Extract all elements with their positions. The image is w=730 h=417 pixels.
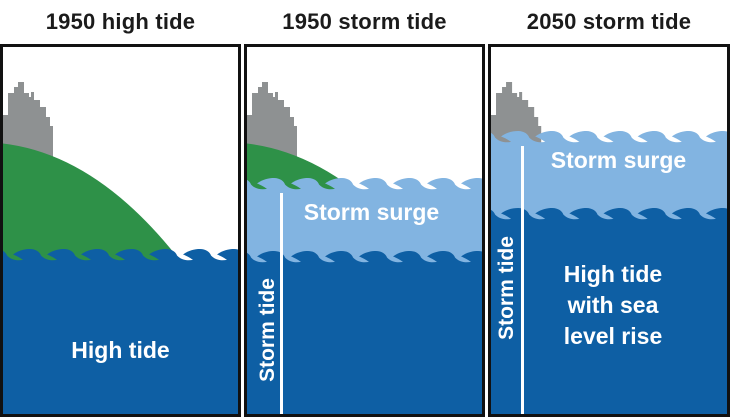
panel-2050-storm-tide: Storm surge Storm tide High tide with se…	[488, 44, 730, 417]
panel-title-2050-storm-tide: 2050 storm tide	[526, 9, 692, 34]
high-tide-water	[3, 249, 238, 414]
high-tide-sea-level-rise-label: High tide with sea level rise	[563, 261, 663, 349]
panel-1-graphic	[3, 82, 238, 414]
column-2050-storm-tide: 2050 storm tide Storm surge Storm tide H…	[488, 0, 730, 417]
column-1950-storm-tide: 1950 storm tide Storm surge Storm tide	[244, 0, 485, 417]
panel-1950-high-tide: High tide	[0, 44, 241, 417]
column-1950-high-tide: 1950 high tide High tide	[0, 0, 241, 417]
panel-3-graphic	[491, 82, 727, 414]
storm-surge-label: Storm surge	[550, 147, 687, 173]
panel-2-graphic	[247, 82, 482, 414]
high-tide-water	[247, 251, 482, 414]
storm-tide-extent-line	[280, 193, 283, 414]
high-tide-label: High tide	[71, 337, 170, 363]
panel-title-1950-high-tide: 1950 high tide	[45, 9, 196, 34]
panel-1950-storm-tide: Storm surge Storm tide	[244, 44, 485, 417]
high-tide-water	[491, 208, 727, 414]
storm-surge-label: Storm surge	[303, 199, 440, 225]
storm-tide-extent-line	[521, 146, 524, 414]
panel-title-1950-storm-tide: 1950 storm tide	[282, 9, 447, 34]
storm-tide-label: Storm tide	[256, 278, 279, 382]
storm-tide-label: Storm tide	[495, 236, 518, 340]
